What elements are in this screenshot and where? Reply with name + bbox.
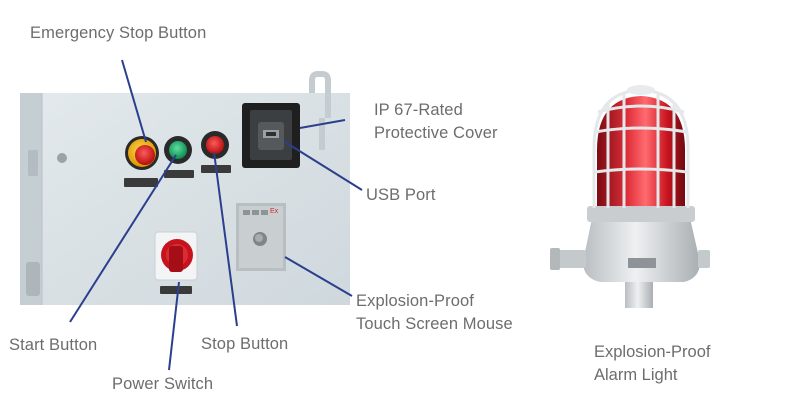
power-switch[interactable] — [154, 231, 198, 294]
touch-screen-mouse[interactable]: Ex — [236, 203, 286, 271]
label-touch-mouse-line2: Touch Screen Mouse — [356, 315, 513, 333]
label-start-button: Start Button — [9, 334, 97, 357]
label-touch-mouse: Explosion-Proof Touch Screen Mouse — [356, 290, 513, 336]
leader-power-switch — [168, 281, 180, 371]
leader-touch-mouse — [284, 256, 353, 297]
leader-lines — [69, 59, 363, 371]
alarm-light-caption: Explosion-Proof Alarm Light — [594, 341, 710, 387]
leader-emergency-stop — [121, 59, 147, 143]
leader-start-button — [69, 154, 177, 323]
label-power-switch: Power Switch — [112, 373, 213, 396]
leader-usb-port — [284, 141, 363, 191]
emergency-stop-button[interactable] — [124, 136, 159, 187]
usb-port[interactable] — [263, 130, 279, 138]
label-ip67-cover: IP 67-Rated Protective Cover — [374, 99, 498, 145]
label-usb-port-text: USB Port — [366, 186, 436, 204]
label-stop-button-text: Stop Button — [201, 335, 289, 353]
label-emergency-stop-text: Emergency Stop Button — [30, 24, 207, 42]
leader-ip67-cover — [299, 119, 346, 129]
label-ip67-line1: IP 67-Rated — [374, 101, 463, 119]
alarm-caption-line1: Explosion-Proof — [594, 343, 711, 361]
label-ip67-line2: Protective Cover — [374, 124, 498, 142]
svg-text:Ex: Ex — [270, 208, 279, 215]
label-emergency-stop: Emergency Stop Button — [30, 22, 206, 45]
label-power-switch-text: Power Switch — [112, 375, 214, 393]
start-button[interactable] — [164, 136, 194, 178]
leader-stop-button — [213, 151, 238, 327]
alarm-caption-line2: Alarm Light — [594, 366, 678, 384]
stop-button[interactable] — [201, 131, 231, 173]
label-start-button-text: Start Button — [9, 336, 98, 354]
label-touch-mouse-line1: Explosion-Proof — [356, 292, 474, 310]
alarm-light — [550, 85, 710, 308]
label-stop-button: Stop Button — [201, 333, 288, 356]
label-usb-port: USB Port — [366, 184, 436, 207]
